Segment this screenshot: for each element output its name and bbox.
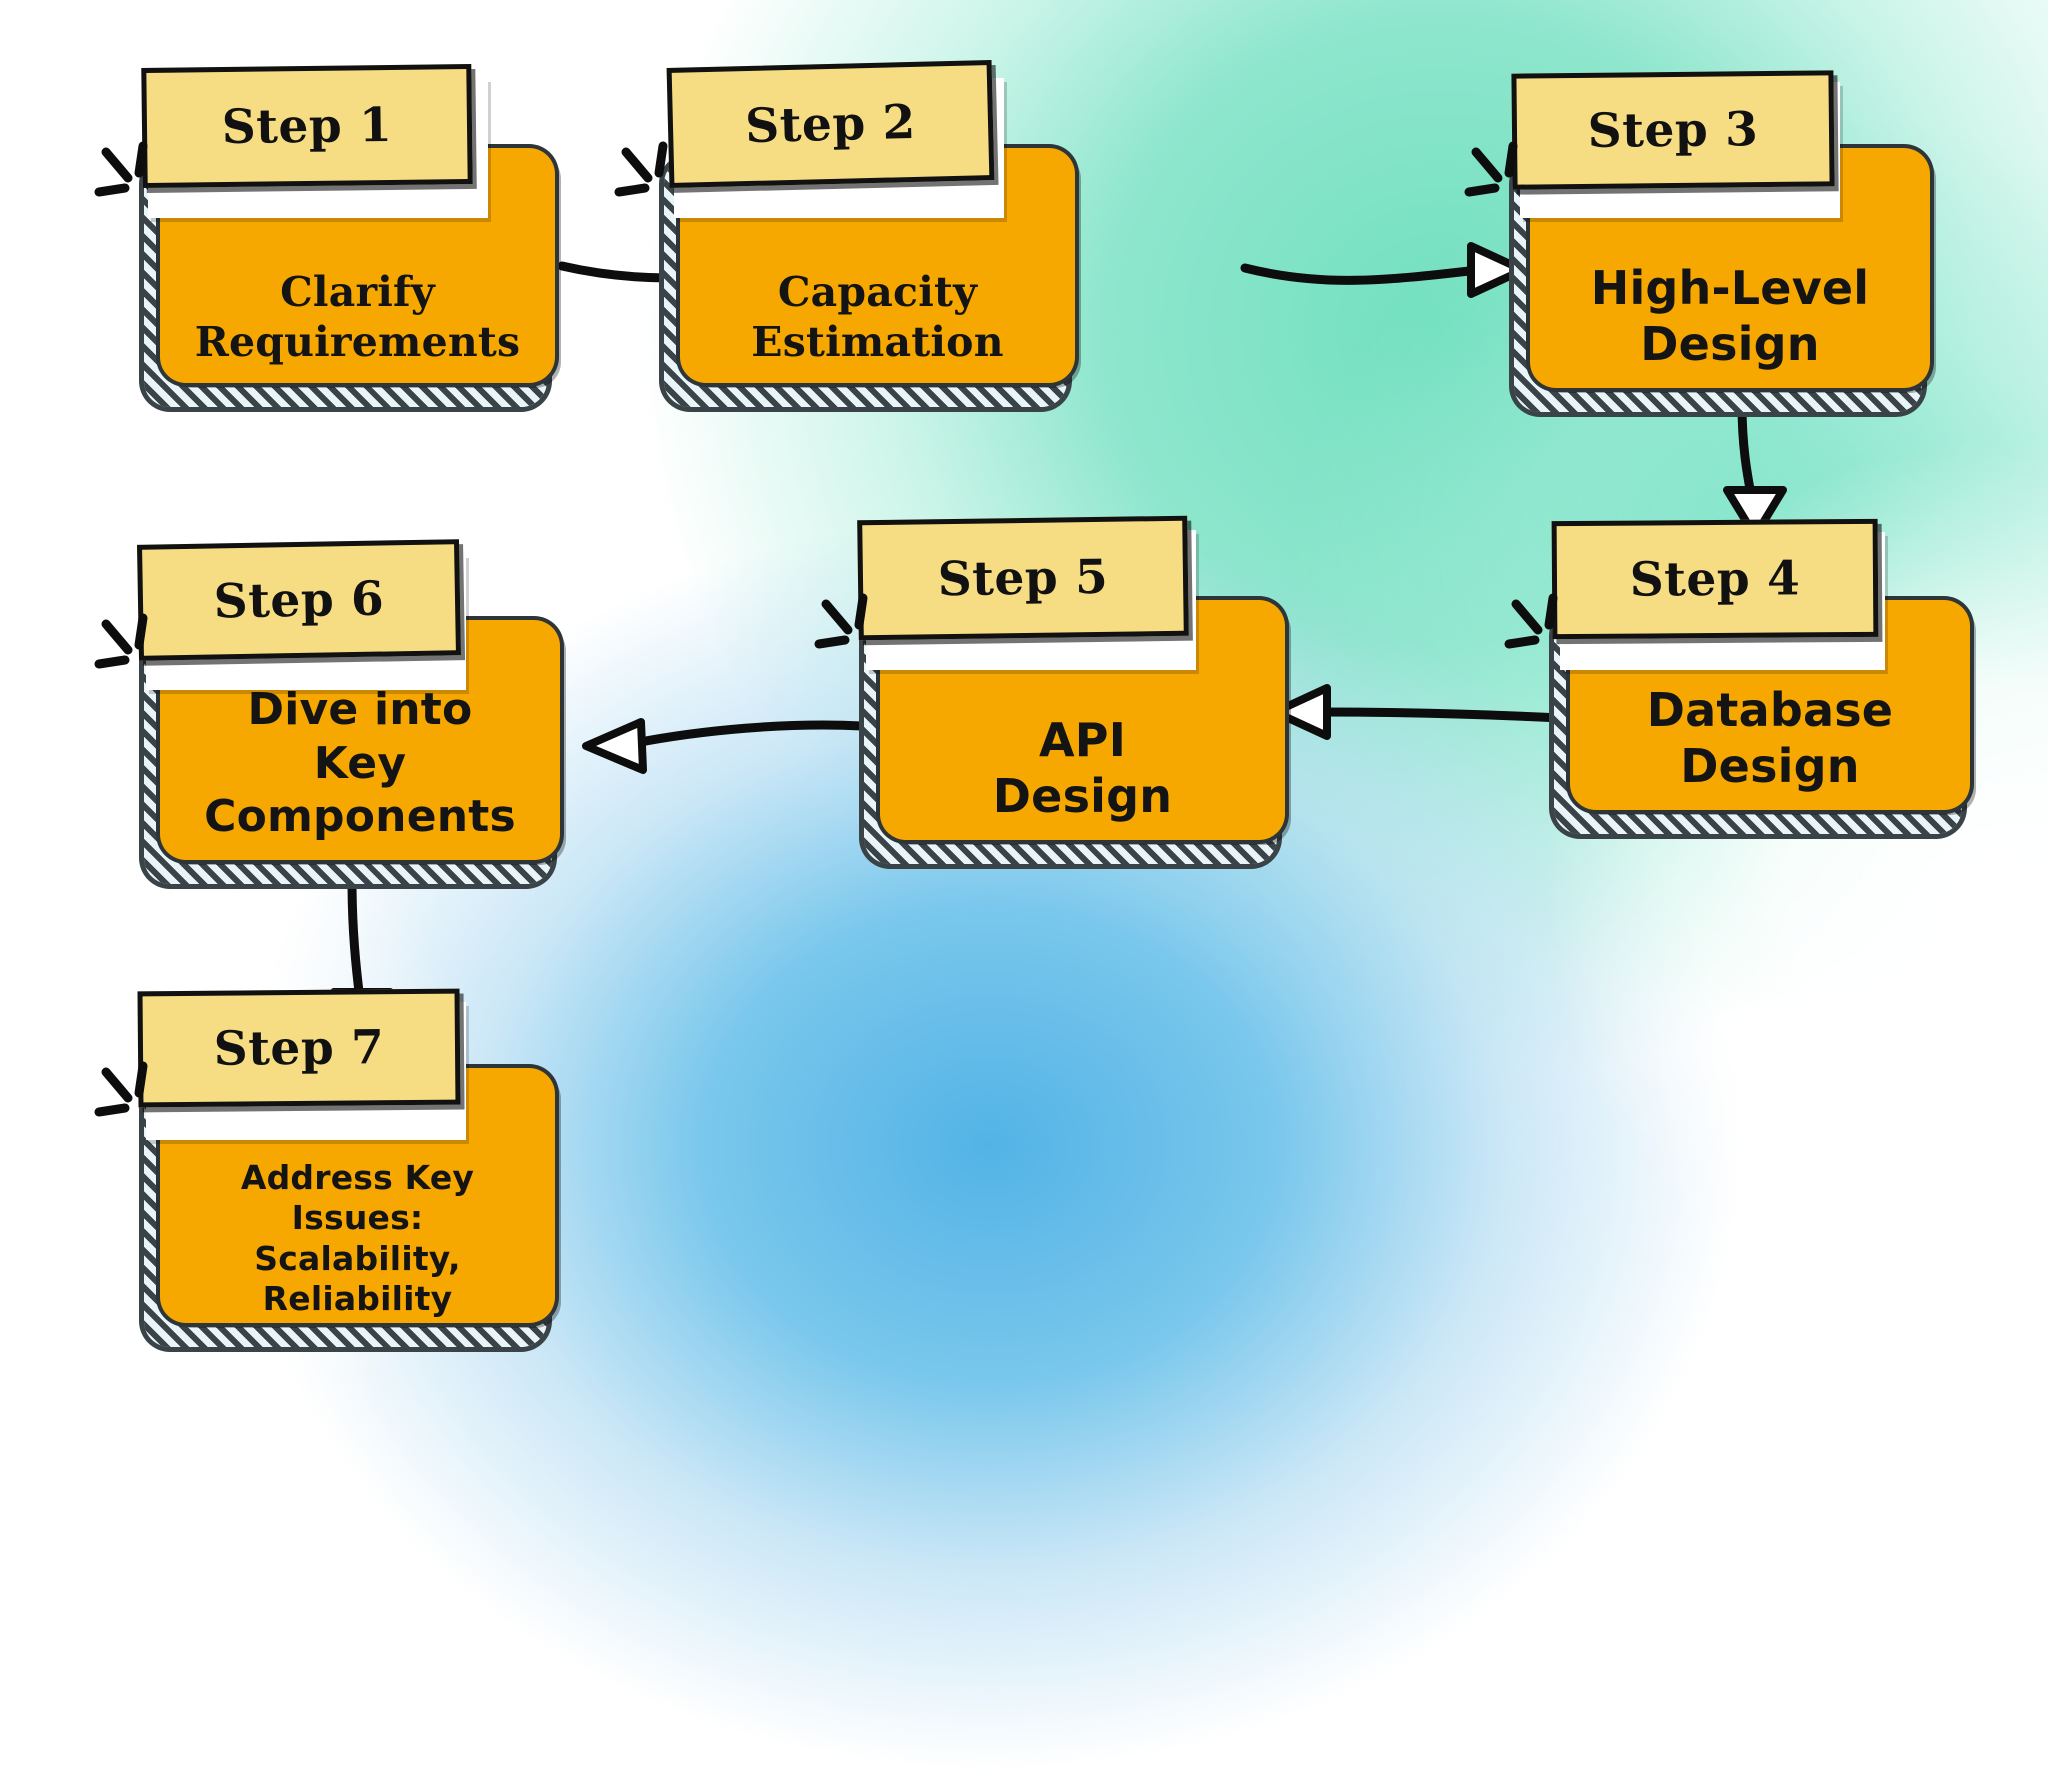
node-text-line: Scalability, Reliability	[254, 1238, 461, 1318]
node-text-line: Key Components	[204, 737, 516, 843]
chip-step7[interactable]: Step 7	[137, 988, 461, 1108]
node-step3[interactable]: High-Level Design Step 3	[1464, 70, 1930, 412]
chip-step5[interactable]: Step 5	[857, 515, 1189, 641]
node-step5-text: API Design	[880, 712, 1285, 840]
node-text-line: Estimation	[751, 317, 1004, 366]
node-step1[interactable]: Clarify Requirements Step 1	[94, 63, 555, 407]
node-step7[interactable]: Address Key Issues: Scalability, Reliabi…	[94, 988, 555, 1347]
node-text-line: Address Key Issues:	[240, 1158, 475, 1238]
node-step2-text: Capacity Estimation	[680, 267, 1075, 383]
node-text-line: Design	[1680, 738, 1860, 793]
chip-step4[interactable]: Step 4	[1551, 518, 1879, 640]
node-step7-text: Address Key Issues: Scalability, Reliabi…	[160, 1158, 555, 1323]
node-step1-text: Clarify Requirements	[160, 267, 555, 383]
node-step3-text: High-Level Design	[1530, 260, 1930, 388]
node-step4-text: Database Design	[1570, 682, 1970, 810]
node-step5[interactable]: API Design Step 5	[814, 515, 1285, 864]
node-text-line: Dive into	[247, 683, 473, 735]
node-text-line: Clarify	[280, 267, 435, 316]
node-text-line: Design	[1640, 316, 1820, 371]
edge-step4-to-step5	[1271, 684, 1565, 740]
node-step4[interactable]: Database Design Step 4	[1504, 518, 1970, 834]
node-step2[interactable]: Capacity Estimation Step 2	[614, 60, 1075, 407]
node-step6-text: Dive into Key Components	[160, 683, 560, 860]
edge-step3-to-step4	[1723, 399, 1787, 540]
edge-step2-to-step3	[1240, 242, 1527, 298]
connector-layer	[330, 242, 1787, 1042]
node-text-line: Database	[1646, 682, 1894, 737]
chip-step3[interactable]: Step 3	[1511, 70, 1835, 190]
node-text-line: Design	[992, 768, 1173, 823]
edge-step5-to-step6	[582, 718, 867, 774]
node-text-line: Capacity	[777, 267, 978, 316]
chip-step2[interactable]: Step 2	[666, 60, 995, 188]
node-step6[interactable]: Dive into Key Components Step 6	[94, 539, 560, 884]
node-text-line: High-Level	[1590, 260, 1870, 315]
chip-step1[interactable]: Step 1	[141, 63, 473, 189]
node-text-line: API	[1038, 712, 1127, 767]
node-surface: Dive into Key Components	[160, 620, 560, 860]
chip-step6[interactable]: Step 6	[137, 539, 461, 661]
node-text-line: Requirements	[194, 317, 521, 366]
